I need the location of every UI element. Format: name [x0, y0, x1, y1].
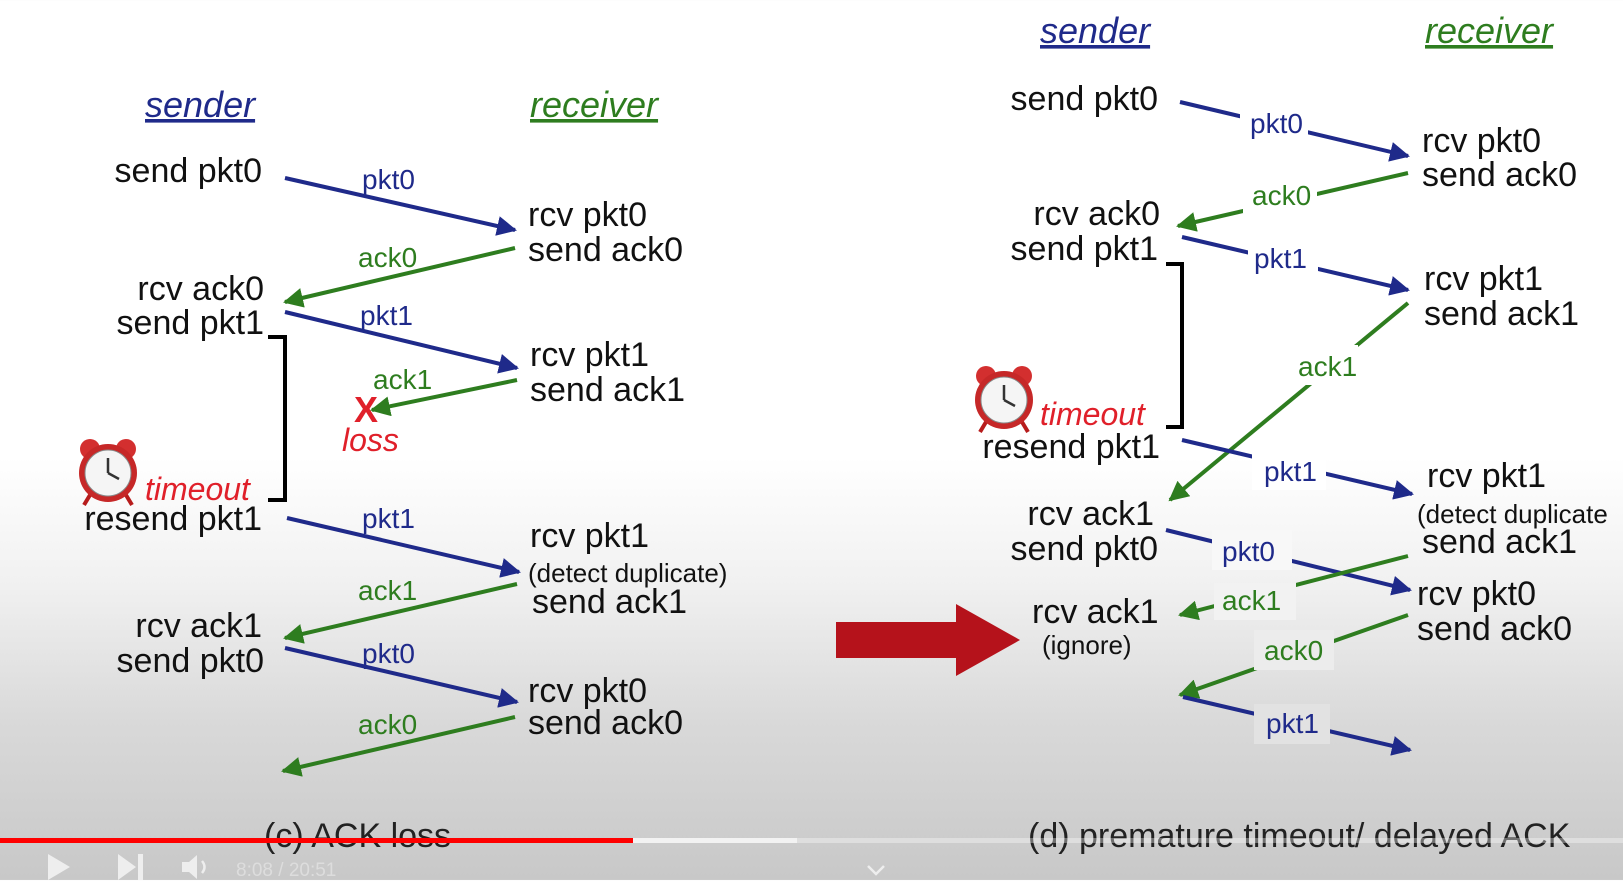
- loss-label: loss: [342, 422, 399, 458]
- next-button[interactable]: [116, 854, 146, 884]
- right-ignore-label: (ignore): [1042, 630, 1132, 660]
- left-receiver-event: rcv pkt0: [528, 196, 647, 234]
- right-receiver-event: rcv pkt0: [1422, 122, 1541, 160]
- left-msg-label: ack1: [373, 364, 432, 395]
- left-ack1-arrow: [283, 582, 518, 644]
- left-receiver-event: (detect duplicate): [528, 558, 727, 588]
- left-receiver-event: send ack0: [528, 231, 683, 269]
- right-receiver-event: send ack1: [1422, 523, 1577, 561]
- left-pkt0-arrow: [284, 176, 517, 236]
- label-gap: [1243, 173, 1317, 213]
- right-msg-label: pkt1: [1266, 708, 1319, 739]
- left-receiver-event: send ack1: [530, 371, 685, 409]
- label-gap: [1252, 450, 1326, 490]
- left-msg-label: pkt1: [362, 503, 415, 534]
- left-sender-event: rcv ack1: [135, 607, 262, 645]
- right-delayed-ack1-arrow: [1168, 301, 1410, 502]
- left-msg-label: ack0: [358, 709, 417, 740]
- right-msg-label: pkt0: [1222, 536, 1275, 567]
- label-gap: [1254, 630, 1334, 670]
- right-caption: (d) premature timeout/ delayed ACK: [1028, 817, 1571, 855]
- right-receiver-event: rcv pkt1: [1424, 260, 1543, 298]
- left-receiver-event: rcv pkt1: [530, 336, 649, 374]
- alarm-clock-icon: [79, 439, 137, 507]
- left-receiver-event: rcv pkt1: [530, 517, 649, 555]
- left-sender-event: send pkt0: [117, 642, 264, 680]
- next-icon: [118, 854, 143, 880]
- right-sender-event: rcv ack1: [1027, 495, 1154, 533]
- right-receiver-event: rcv pkt0: [1417, 575, 1536, 613]
- left-ack0-arrow: [281, 715, 516, 777]
- left-sender-event: resend pkt1: [84, 500, 262, 538]
- label-gap: [1214, 583, 1296, 620]
- left-msg-label: ack1: [358, 575, 417, 606]
- right-sender-event: rcv ack1: [1032, 593, 1159, 631]
- left-pkt0-arrow: [284, 646, 519, 708]
- right-sender-header: sender: [1040, 10, 1152, 51]
- right-msg-label: ack0: [1252, 180, 1311, 211]
- left-sender-event: send pkt1: [117, 304, 264, 342]
- right-sender-event: resend pkt1: [982, 428, 1160, 466]
- right-sender-event: send pkt0: [1011, 80, 1158, 118]
- right-msg-label: pkt1: [1264, 456, 1317, 487]
- volume-icon: [182, 855, 206, 879]
- left-ack1-arrow: [370, 378, 518, 417]
- left-caption: (c) ACK loss: [264, 817, 451, 855]
- right-receiver-event: send ack0: [1417, 610, 1572, 648]
- label-gap: [1254, 704, 1330, 744]
- diagram-ack-loss: sender receiver send pkt0 rcv ack0 send …: [79, 84, 727, 855]
- left-pkt1-resend-arrow: [286, 516, 521, 578]
- right-receiver-header: receiver: [1425, 10, 1555, 51]
- left-timeout-bracket: [268, 335, 287, 502]
- label-gap: [1248, 237, 1318, 277]
- right-receiver-event: (detect duplicate: [1417, 499, 1608, 529]
- right-msg-label: ack1: [1298, 351, 1357, 382]
- right-sender-event: send pkt1: [1011, 230, 1158, 268]
- right-receiver-event: send ack1: [1424, 295, 1579, 333]
- big-right-arrow-icon: [836, 604, 1020, 676]
- left-pkt1-arrow: [284, 310, 519, 374]
- expand-button[interactable]: [866, 860, 886, 882]
- label-gap: [1286, 345, 1358, 385]
- right-msg-label: pkt1: [1254, 243, 1307, 274]
- chevron-down-icon: [867, 865, 885, 876]
- right-receiver-event: send ack0: [1422, 156, 1577, 194]
- volume-button[interactable]: [182, 854, 214, 884]
- right-msg-label: ack1: [1222, 585, 1281, 616]
- left-ack0-arrow: [283, 246, 516, 308]
- loss-x-icon: X: [354, 389, 378, 430]
- left-receiver-header: receiver: [530, 84, 660, 125]
- right-timeout-label: timeout: [1040, 396, 1146, 432]
- right-msg-label: pkt0: [1250, 108, 1303, 139]
- left-sender-event: rcv ack0: [137, 270, 264, 308]
- video-controls: 8:08 / 20:51: [0, 820, 1623, 882]
- left-msg-label: pkt1: [360, 300, 413, 331]
- label-gap: [1212, 530, 1292, 570]
- label-gap: [1240, 102, 1308, 142]
- progress-played: [0, 838, 633, 843]
- left-receiver-event: send ack1: [532, 583, 687, 621]
- left-msg-label: pkt0: [362, 638, 415, 669]
- play-icon: [48, 854, 70, 880]
- right-sender-event: rcv ack0: [1033, 195, 1160, 233]
- alarm-clock-icon: [975, 366, 1033, 434]
- right-receiver-event: rcv pkt1: [1427, 457, 1546, 495]
- left-sender-header: sender: [145, 84, 257, 125]
- left-receiver-event: rcv pkt0: [528, 672, 647, 710]
- left-timeout-label: timeout: [145, 471, 251, 507]
- left-msg-label: pkt0: [362, 164, 415, 195]
- left-sender-event: send pkt0: [115, 152, 262, 190]
- right-timeout-bracket: [1166, 262, 1184, 429]
- right-msg-label: ack0: [1264, 635, 1323, 666]
- time-display: 8:08 / 20:51: [236, 860, 337, 881]
- progress-bar[interactable]: [0, 838, 1623, 843]
- left-receiver-event: send ack0: [528, 704, 683, 742]
- play-button[interactable]: [44, 854, 74, 884]
- right-sender-event: send pkt0: [1011, 530, 1158, 568]
- diagram-premature-timeout: sender receiver send pkt0 rcv ack0 send …: [975, 10, 1608, 855]
- left-msg-label: ack0: [358, 242, 417, 273]
